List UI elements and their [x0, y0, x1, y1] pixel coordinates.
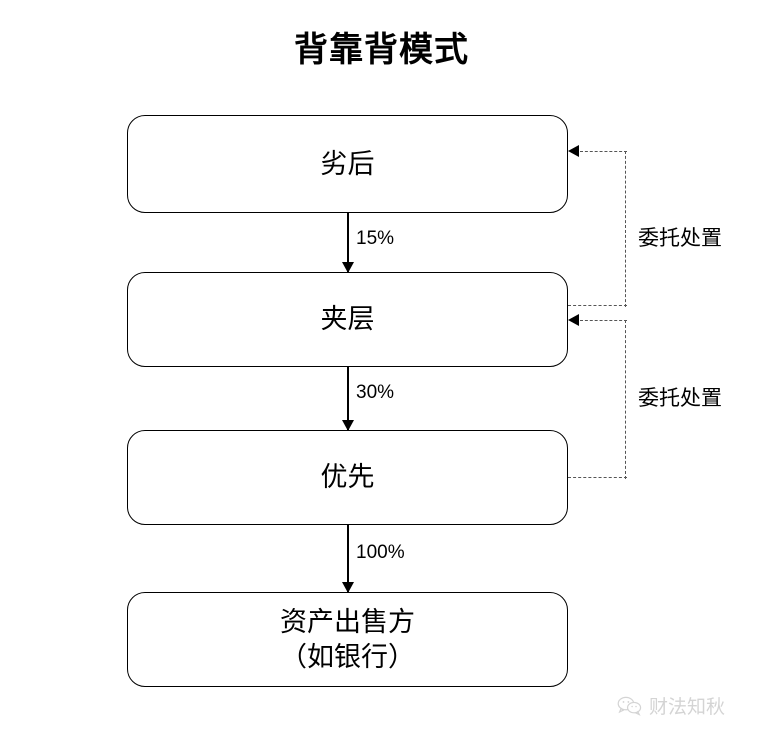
dashed-connector-b-segment-in — [580, 320, 627, 321]
dashed-connector-b-label: 委托处置 — [638, 386, 722, 410]
node-senior: 优先 — [127, 430, 568, 525]
node-subordinate: 劣后 — [127, 115, 568, 213]
flow-label-30-percent: 30% — [356, 382, 395, 403]
node-senior-label: 优先 — [320, 462, 375, 493]
watermark-text: 财法知秋 — [649, 697, 726, 718]
node-subordinate-label: 劣后 — [320, 148, 375, 179]
dashed-connector-a-segment-out — [568, 305, 627, 306]
flow-label-15-percent: 15% — [356, 228, 395, 249]
dashed-connector-b-arrowhead-icon — [568, 314, 579, 326]
flow-arrow-subordinate-to-mezzanine — [347, 213, 349, 272]
dashed-connector-a-segment-vertical — [625, 151, 626, 307]
dashed-connector-a-arrowhead-icon — [568, 145, 579, 157]
page-title: 背靠背模式 — [294, 31, 469, 69]
flow-label-100-percent: 100% — [356, 542, 405, 563]
node-asset-seller-label: 资产出售方 （如银行） — [280, 606, 415, 672]
dashed-connector-a-label: 委托处置 — [638, 226, 722, 250]
dashed-connector-a-segment-in — [580, 151, 627, 152]
flow-arrow-mezzanine-to-senior — [347, 367, 349, 430]
node-mezzanine-label: 夹层 — [320, 304, 375, 335]
node-asset-seller: 资产出售方 （如银行） — [127, 592, 568, 687]
watermark: 财法知秋 — [617, 692, 725, 719]
node-mezzanine: 夹层 — [127, 272, 568, 367]
dashed-connector-b-segment-out — [568, 477, 627, 478]
flow-arrow-senior-to-seller — [347, 525, 349, 592]
dashed-connector-b-segment-vertical — [625, 320, 626, 479]
wechat-icon — [617, 696, 642, 716]
